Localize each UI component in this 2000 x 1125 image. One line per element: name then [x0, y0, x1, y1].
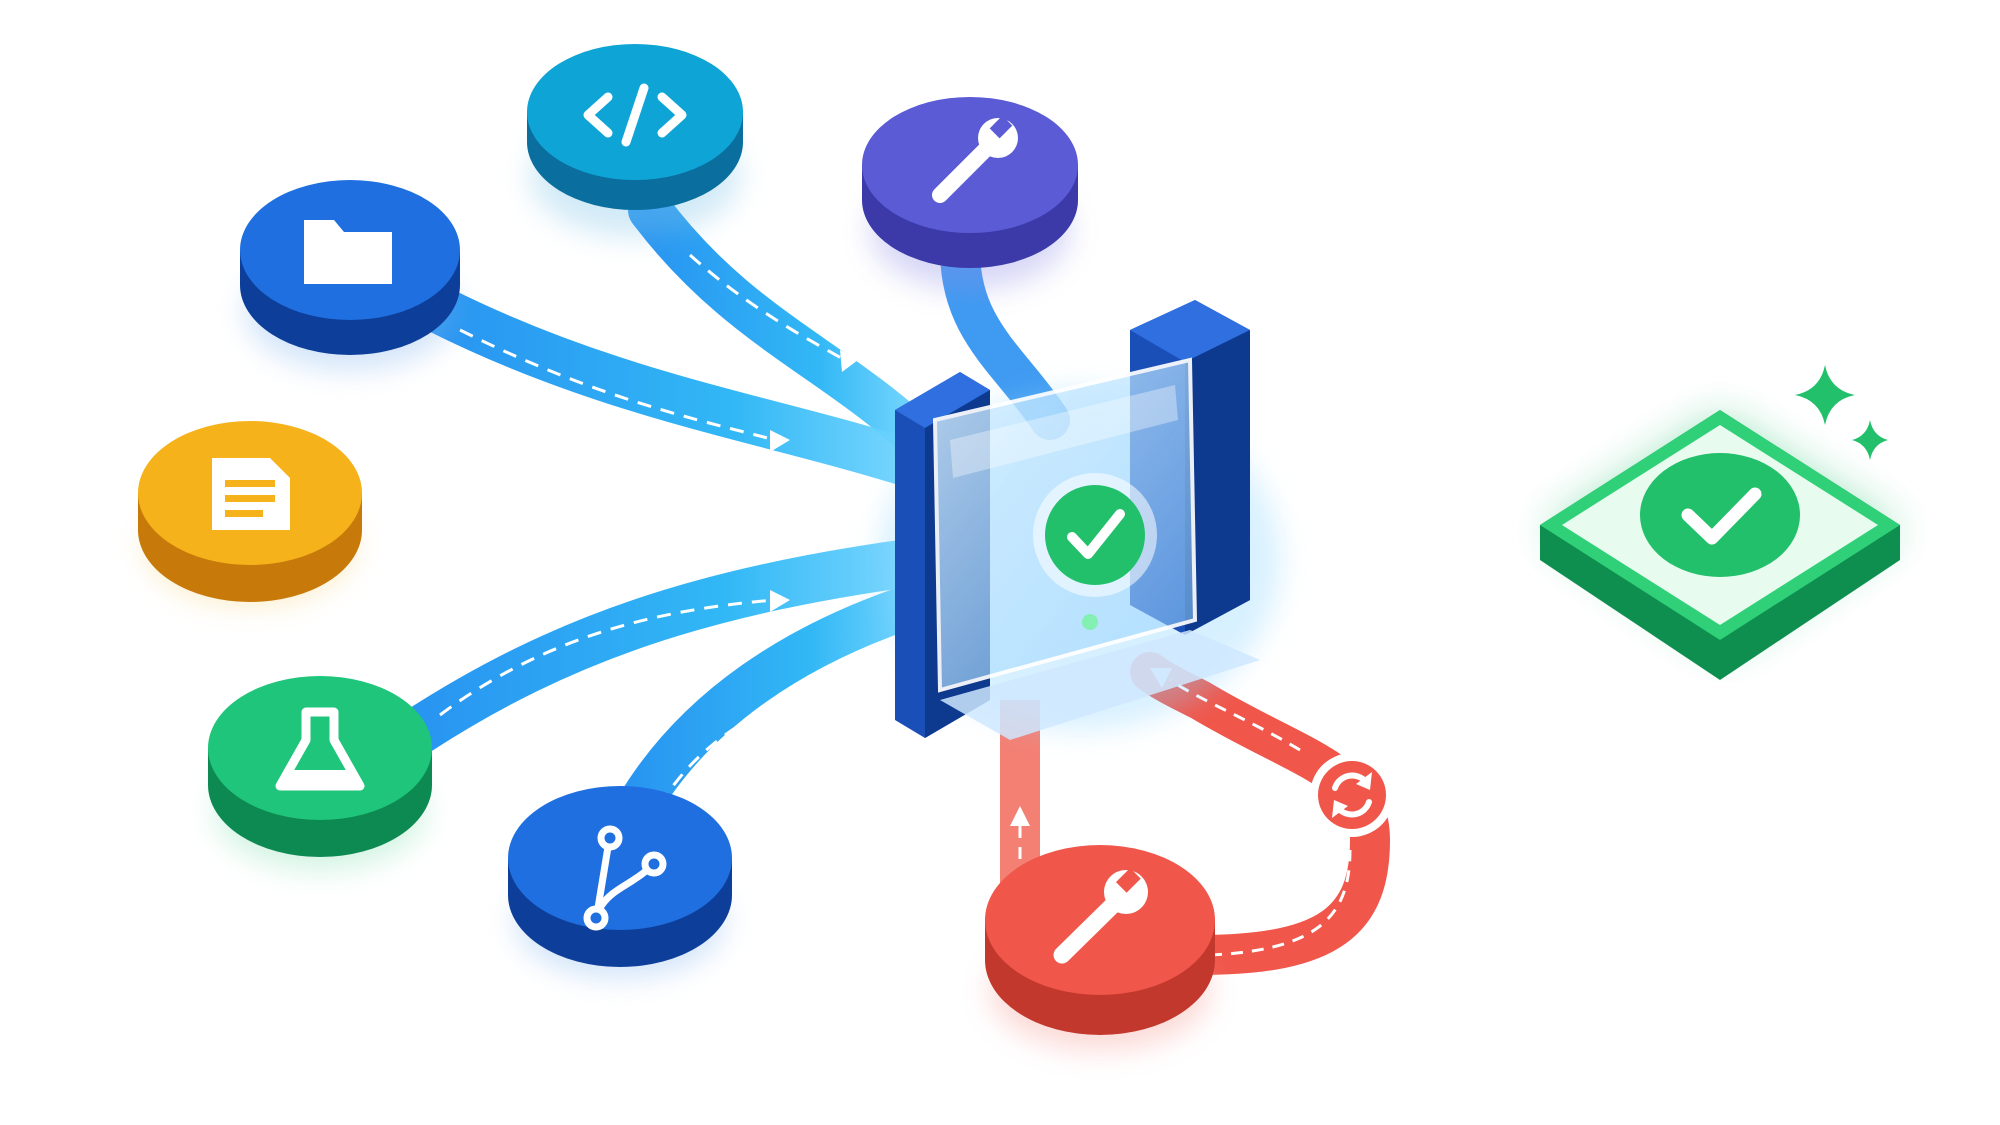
sparkle-icon	[1795, 365, 1888, 460]
flow-files	[416, 286, 954, 494]
source-node-branches	[508, 786, 732, 978]
outgoing-flow	[1230, 500, 1560, 540]
document-icon	[212, 458, 290, 530]
folder-icon	[304, 220, 392, 284]
refresh-icon	[1310, 753, 1394, 837]
source-node-code	[527, 44, 743, 237]
source-node-files	[240, 180, 460, 370]
flow-branches	[608, 578, 952, 842]
fix-node	[985, 845, 1215, 1050]
output-node	[1540, 365, 1900, 680]
flow-code	[628, 188, 952, 472]
incoming-flows	[321, 188, 1070, 842]
code-icon	[583, 83, 687, 147]
validation-gate	[880, 300, 1280, 740]
fix-wrench-icon	[1053, 867, 1148, 964]
source-node-tests	[208, 676, 432, 870]
git-branch-icon	[583, 825, 667, 931]
output-checkmark-icon	[1681, 487, 1762, 545]
checkmark-icon	[1067, 509, 1125, 559]
flask-icon	[275, 707, 365, 791]
source-node-docs	[138, 421, 362, 605]
source-node-config	[862, 97, 1078, 290]
flow-tests	[396, 536, 954, 754]
wrench-icon	[932, 115, 1018, 203]
